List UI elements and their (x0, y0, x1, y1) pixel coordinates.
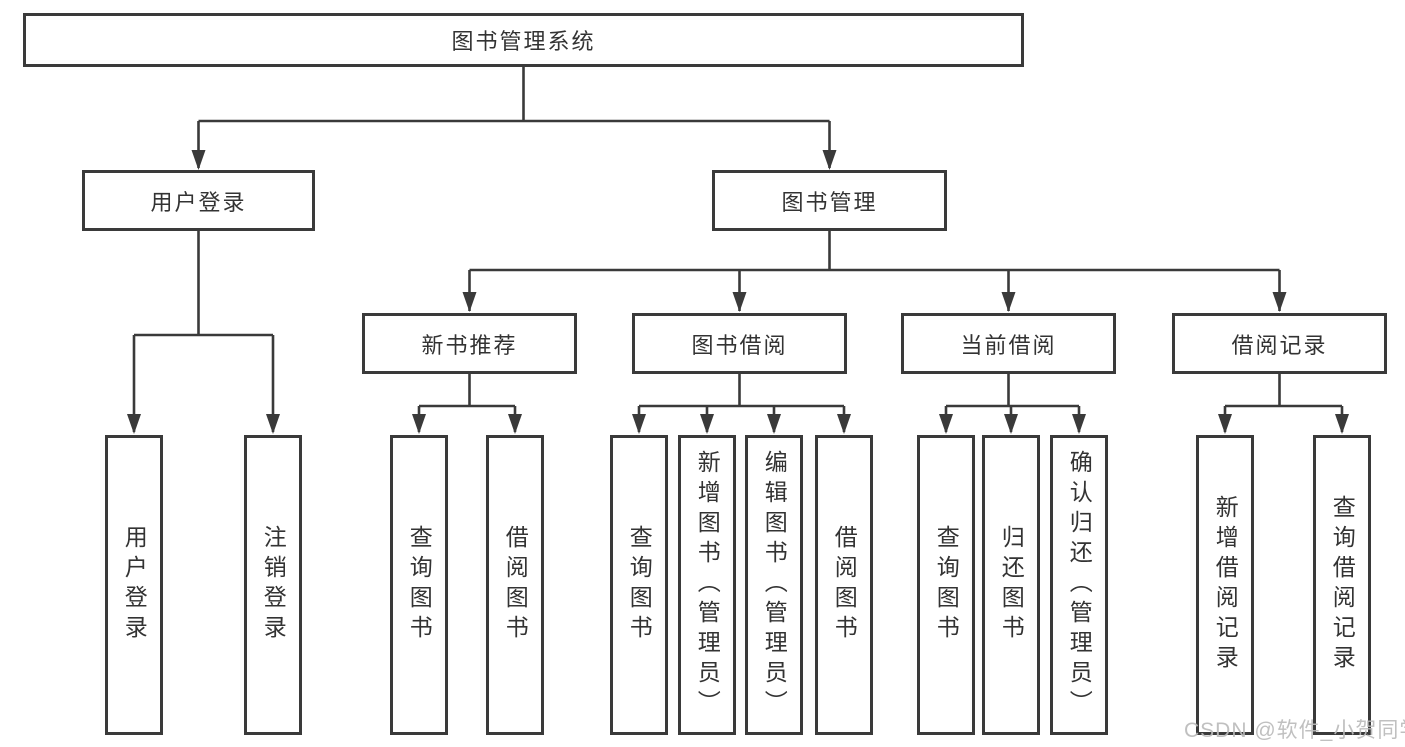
node-borrow-records: 借阅记录 (1172, 313, 1387, 374)
node-current-borrow: 当前借阅 (901, 313, 1116, 374)
leaf-borrow-add-book-admin: 新增图书（管理员） (678, 435, 736, 735)
leaf-label: 编辑图书（管理员） (761, 450, 788, 720)
leaf-label: 确认归还（管理员） (1066, 450, 1093, 720)
leaf-borrow-edit-book-admin: 编辑图书（管理员） (745, 435, 803, 735)
node-book-management: 图书管理 (712, 170, 947, 231)
leaf-logout: 注销登录 (244, 435, 302, 735)
leaf-label: 查询图书 (406, 525, 433, 645)
node-user-login: 用户登录 (82, 170, 315, 231)
node-root: 图书管理系统 (23, 13, 1024, 67)
leaf-label: 归还图书 (998, 525, 1025, 645)
leaf-label: 借阅图书 (502, 525, 529, 645)
leaf-label: 注销登录 (260, 525, 287, 645)
leaf-label: 查询借阅记录 (1329, 495, 1356, 675)
node-book-borrow: 图书借阅 (632, 313, 847, 374)
leaf-borrow-borrow-books: 借阅图书 (815, 435, 873, 735)
leaf-current-return-books: 归还图书 (982, 435, 1040, 735)
leaf-label: 新增图书（管理员） (694, 450, 721, 720)
leaf-recommend-query-books: 查询图书 (390, 435, 448, 735)
leaf-label: 查询图书 (626, 525, 653, 645)
leaf-user-login: 用户登录 (105, 435, 163, 735)
leaf-current-query-books: 查询图书 (917, 435, 975, 735)
arrowheads (127, 150, 1349, 434)
leaf-label: 借阅图书 (831, 525, 858, 645)
csdn-watermark: CSDN @软件_小贺同学 (1184, 719, 1405, 742)
leaf-label: 用户登录 (121, 525, 148, 645)
leaf-label: 查询图书 (933, 525, 960, 645)
leaf-records-add-record: 新增借阅记录 (1196, 435, 1254, 735)
leaf-borrow-query-books: 查询图书 (610, 435, 668, 735)
leaf-label: 新增借阅记录 (1212, 495, 1239, 675)
node-new-book-recommend: 新书推荐 (362, 313, 577, 374)
leaf-records-query-record: 查询借阅记录 (1313, 435, 1371, 735)
leaf-current-confirm-return-admin: 确认归还（管理员） (1050, 435, 1108, 735)
leaf-recommend-borrow-books: 借阅图书 (486, 435, 544, 735)
